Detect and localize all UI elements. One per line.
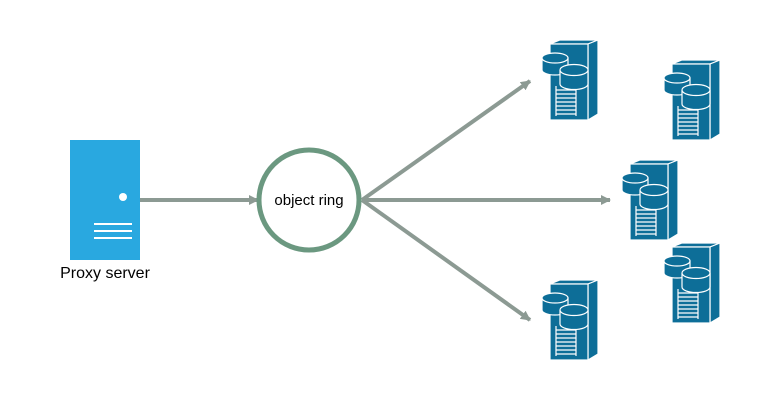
server-tower-icon [70, 140, 140, 260]
storage-server-icon [663, 59, 721, 141]
arrow-ring-to-node-bottom [360, 198, 532, 322]
proxy-server: Proxy server [60, 140, 151, 282]
storage-server-icon [541, 279, 599, 361]
connection-arrows [140, 79, 611, 322]
power-led-icon [119, 193, 127, 201]
storage-server-icon [663, 242, 721, 324]
drive-slot-lines [94, 223, 132, 239]
storage-server-icon [621, 159, 679, 241]
proxy-server-label: Proxy server [60, 265, 150, 282]
arrow-ring-to-node-top [360, 79, 532, 202]
object-ring: object ring [256, 147, 362, 253]
storage-server-icon [541, 39, 599, 121]
object-ring-label: object ring [274, 192, 343, 209]
ring-circle [256, 147, 362, 253]
